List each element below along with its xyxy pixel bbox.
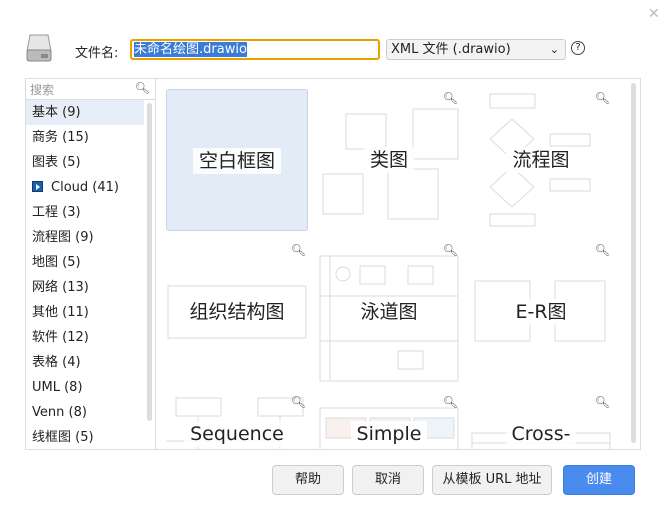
template-simple[interactable]: 🔍︎ Simple [318,393,460,449]
filename-label: 文件名: [75,46,119,61]
category-uml[interactable]: UML (8) [32,380,83,395]
chevron-down-icon: ⌄ [549,43,559,56]
template-label: E-R图 [509,299,573,325]
drive-icon [26,34,52,62]
zoom-icon[interactable]: 🔍︎ [594,243,610,257]
category-flowchart[interactable]: 流程图 (9) [32,230,94,245]
category-sidebar: 搜索 🔍︎ 基本 (9) 商务 (15) 图表 (5) Cloud (41) 工程… [25,78,155,450]
zoom-icon[interactable]: 🔍︎ [442,91,458,105]
category-cloud[interactable]: Cloud (41) [26,175,144,200]
template-grid: 空白框图 🔍︎类图 🔍︎流程图 🔍︎组织结构图 🔍︎泳道图 🔍︎E-R图 🔍︎S… [155,78,641,450]
template-label: Cross- [505,421,577,447]
category-maps[interactable]: 地图 (5) [32,255,81,270]
template-label: Sequence [184,421,290,447]
sidebar-scrollbar[interactable] [147,103,152,421]
category-software[interactable]: 软件 (12) [32,330,89,345]
template-label: 泳道图 [354,299,424,325]
zoom-icon[interactable]: 🔍︎ [290,243,306,257]
from-template-url-button[interactable]: 从模板 URL 地址 [432,465,552,495]
template-cross-functional[interactable]: 🔍︎ Cross- [470,393,612,449]
zoom-icon[interactable]: 🔍︎ [594,395,610,409]
category-cloud-label: Cloud (41) [51,180,119,195]
help-button[interactable]: 帮助 [272,465,344,495]
template-label: Simple [350,421,428,447]
category-business[interactable]: 商务 (15) [32,130,89,145]
search-placeholder: 搜索 [30,83,55,97]
help-icon[interactable]: ? [571,41,585,55]
category-venn[interactable]: Venn (8) [32,405,87,420]
template-flowchart[interactable]: 🔍︎ 流程图 [470,89,612,231]
zoom-icon[interactable]: 🔍︎ [442,395,458,409]
cancel-button[interactable]: 取消 [352,465,424,495]
filename-selected: 未命名绘图 [134,42,200,57]
template-class[interactable]: 🔍︎ 类图 [318,89,460,231]
filename-ext: .drawio [199,42,247,57]
category-other[interactable]: 其他 (11) [32,305,89,320]
category-basic[interactable]: 基本 (9) [26,100,144,125]
zoom-icon[interactable]: 🔍︎ [594,91,610,105]
create-button[interactable]: 创建 [563,465,635,495]
search-input[interactable]: 搜索 🔍︎ [26,79,155,100]
template-orgchart[interactable]: 🔍︎ 组织结构图 [166,241,308,383]
template-er[interactable]: 🔍︎ E-R图 [470,241,612,383]
template-label: 组织结构图 [183,299,291,325]
template-label: 类图 [363,147,414,173]
search-icon[interactable]: 🔍︎ [134,81,150,95]
zoom-icon[interactable]: 🔍︎ [442,243,458,257]
filename-input[interactable]: 未命名绘图.drawio [130,39,380,60]
category-tables[interactable]: 表格 (4) [32,355,81,370]
category-engineering[interactable]: 工程 (3) [32,205,81,220]
close-icon[interactable]: ✕ [648,6,660,22]
category-charts[interactable]: 图表 (5) [32,155,81,170]
category-network[interactable]: 网络 (13) [32,280,89,295]
content-scrollbar[interactable] [631,83,636,443]
template-label: 流程图 [506,147,576,173]
template-sequence[interactable]: 🔍︎Sequence [166,393,308,449]
expand-icon[interactable] [32,181,43,192]
template-blank[interactable]: 空白框图 [166,89,308,231]
template-swimlane[interactable]: 🔍︎ 泳道图 [318,241,460,383]
filetype-select[interactable]: XML 文件 (.drawio) ⌄ [386,39,566,60]
category-wireframes[interactable]: 线框图 (5) [32,430,94,445]
filetype-value: XML 文件 (.drawio) [391,42,511,57]
zoom-icon[interactable]: 🔍︎ [290,395,306,409]
template-label: 空白框图 [192,148,281,174]
